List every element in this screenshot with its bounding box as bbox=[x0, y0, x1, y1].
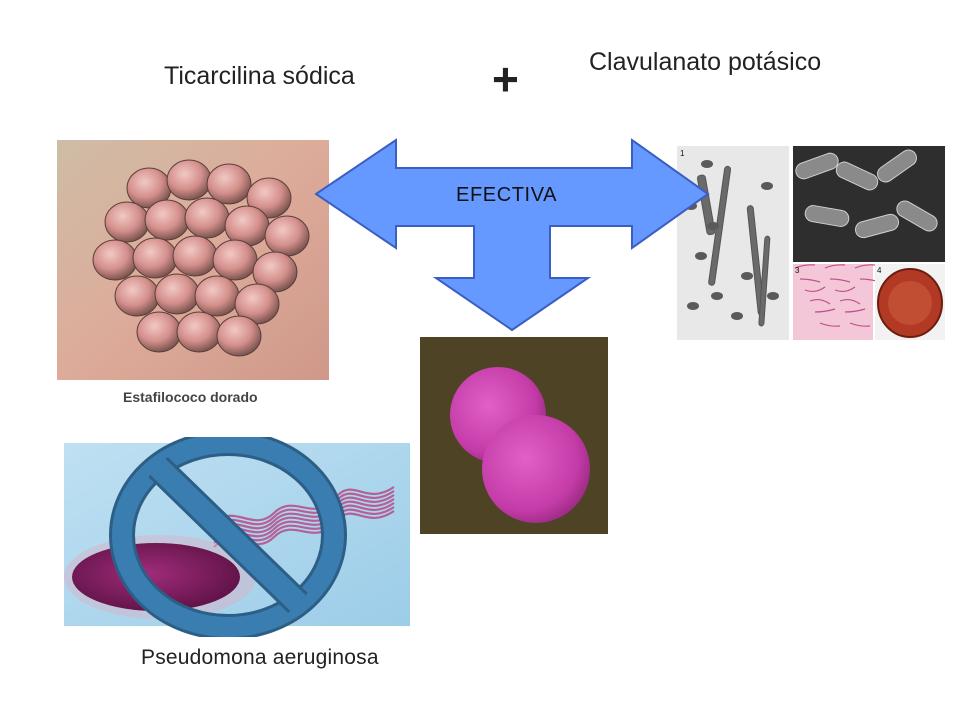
staph-cell bbox=[114, 275, 160, 317]
staph-cell bbox=[184, 197, 230, 239]
plus-sign: + bbox=[492, 53, 519, 105]
three-way-arrow-shape bbox=[314, 138, 710, 332]
staph-cell bbox=[172, 235, 218, 277]
staph-caption: Estafilococo dorado bbox=[123, 389, 258, 405]
effective-arrow bbox=[314, 138, 710, 332]
title-clavulanato: Clavulanato potásico bbox=[589, 48, 822, 76]
panel-number-3: 3 bbox=[795, 266, 800, 275]
thread bbox=[849, 322, 871, 327]
staph-cell bbox=[144, 199, 190, 241]
dark-rod bbox=[795, 152, 839, 180]
staph-cell bbox=[264, 215, 310, 257]
microscopy-panel: 1 3 4 bbox=[677, 146, 945, 340]
dark-rod bbox=[854, 213, 900, 239]
staph-cell bbox=[194, 275, 240, 317]
diplococcus-image bbox=[420, 337, 608, 534]
prohibition-icon bbox=[109, 437, 347, 637]
thread bbox=[799, 278, 821, 283]
staph-cell bbox=[216, 315, 262, 357]
dark-rod bbox=[896, 200, 938, 232]
staph-cell bbox=[132, 237, 178, 279]
dark-rod bbox=[835, 161, 879, 191]
staph-cell bbox=[92, 239, 138, 281]
panel-number-1: 1 bbox=[680, 149, 685, 158]
thread bbox=[839, 298, 861, 305]
staphylococcus-image: Estafilococo dorado bbox=[57, 140, 329, 408]
staph-cell bbox=[104, 201, 150, 243]
flagellum bbox=[213, 498, 395, 536]
thread bbox=[804, 286, 826, 293]
spore bbox=[761, 182, 773, 190]
title-ticarcilina: Ticarcilina sódica bbox=[164, 62, 355, 90]
spore bbox=[687, 302, 699, 310]
rod-cell bbox=[758, 235, 771, 327]
staph-cell bbox=[176, 311, 222, 353]
spore bbox=[767, 292, 779, 300]
thread bbox=[844, 308, 866, 313]
thread bbox=[829, 278, 851, 283]
thread bbox=[819, 322, 841, 327]
spore bbox=[731, 312, 743, 320]
thread bbox=[824, 264, 846, 269]
staph-cell bbox=[154, 273, 200, 315]
thread bbox=[814, 308, 836, 313]
thread bbox=[809, 298, 831, 305]
spore bbox=[707, 222, 719, 230]
staph-cell bbox=[246, 177, 292, 219]
thread bbox=[854, 264, 876, 269]
spore bbox=[701, 160, 713, 168]
spore bbox=[711, 292, 723, 300]
dark-rod bbox=[804, 205, 850, 227]
staph-cell bbox=[166, 159, 212, 201]
staph-cell bbox=[212, 239, 258, 281]
arrow-label: EFECTIVA bbox=[456, 184, 558, 206]
thread bbox=[794, 264, 816, 269]
spore bbox=[741, 272, 753, 280]
staph-cell bbox=[206, 163, 252, 205]
thread bbox=[834, 286, 856, 293]
pseudomonas-image bbox=[64, 437, 410, 637]
panel-number-4: 4 bbox=[877, 266, 882, 275]
flagellum bbox=[213, 494, 395, 532]
caption-pseudomona: Pseudomona aeruginosa bbox=[141, 646, 379, 669]
dark-rod bbox=[877, 149, 917, 183]
spore bbox=[695, 252, 707, 260]
staph-cell bbox=[136, 311, 182, 353]
flagellum bbox=[213, 490, 395, 528]
flagellum bbox=[213, 486, 395, 524]
